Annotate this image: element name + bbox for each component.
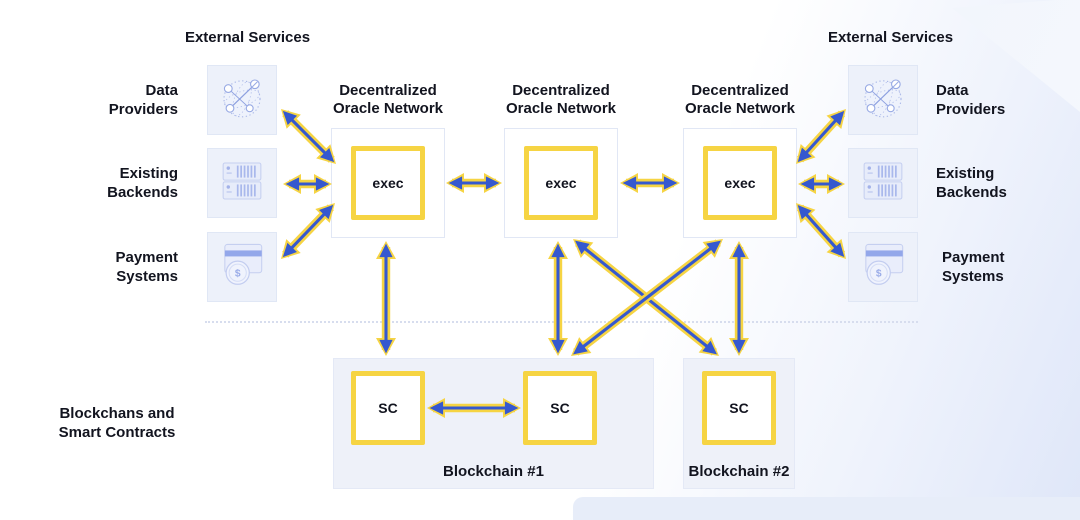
sc-node-label: SC — [550, 400, 570, 416]
service-tile-data-providers-right — [848, 65, 918, 135]
exec-node-label: exec — [724, 175, 756, 191]
service-label-data-providers-left: Data Providers — [60, 81, 178, 119]
payment-card-icon: $ — [853, 235, 913, 300]
smart-contract-node-a: SC — [351, 371, 425, 445]
smart-contract-node-c: SC — [702, 371, 776, 445]
service-tile-existing-backends-left — [207, 148, 277, 218]
service-label-existing-backends-left: Existing Backends — [60, 164, 178, 202]
exec-node-1: exec — [351, 146, 425, 220]
section-divider-dotted-line — [205, 321, 918, 323]
blockchain-2-label: Blockchain #2 — [688, 463, 790, 480]
service-label-line: Backends — [936, 184, 1007, 201]
oracle-label-line: Oracle Network — [332, 100, 444, 117]
blockchains-section-label: Blockchans and Smart Contracts — [28, 404, 206, 442]
bg-bottom-band — [573, 497, 1080, 520]
oracle-label-line: Oracle Network — [505, 100, 617, 117]
service-label-line: Payment — [115, 249, 178, 266]
oracle-network-label-1: Decentralized Oracle Network — [308, 82, 468, 118]
service-label-payment-systems-right: Payment Systems — [942, 248, 1062, 286]
blockchains-section-label-line: Blockchans and — [59, 405, 175, 422]
service-label-line: Systems — [942, 268, 1004, 285]
service-label-line: Payment — [942, 249, 1005, 266]
smart-contract-node-b: SC — [523, 371, 597, 445]
service-label-line: Providers — [108, 101, 178, 118]
service-label-existing-backends-right: Existing Backends — [936, 164, 1056, 202]
service-tile-payment-systems-left: $ — [207, 232, 277, 302]
service-label-line: Existing — [119, 165, 178, 182]
blockchains-section-label-line: Smart Contracts — [58, 424, 176, 441]
globe-network-icon — [853, 68, 913, 133]
service-label-line: Backends — [107, 184, 178, 201]
payment-card-icon: $ — [212, 235, 272, 300]
service-label-line: Data — [936, 82, 969, 99]
service-label-line: Data — [145, 82, 178, 99]
oracle-network-label-3: Decentralized Oracle Network — [660, 82, 820, 118]
dollar-sign-glyph: $ — [235, 268, 241, 279]
service-label-line: Existing — [936, 165, 995, 182]
oracle-network-label-2: Decentralized Oracle Network — [481, 82, 641, 118]
oracle-label-line: Decentralized — [512, 82, 610, 99]
service-tile-existing-backends-right — [848, 148, 918, 218]
oracle-label-line: Oracle Network — [684, 100, 796, 117]
dollar-sign-glyph: $ — [876, 268, 882, 279]
exec-node-2: exec — [524, 146, 598, 220]
external-services-heading-left: External Services — [184, 29, 311, 46]
sc-node-label: SC — [729, 400, 749, 416]
service-tile-payment-systems-right: $ — [848, 232, 918, 302]
service-label-line: Systems — [116, 268, 178, 285]
exec-node-3: exec — [703, 146, 777, 220]
blockchain-1-label: Blockchain #1 — [443, 463, 544, 480]
exec-node-label: exec — [372, 175, 404, 191]
oracle-label-line: Decentralized — [691, 82, 789, 99]
service-label-payment-systems-left: Payment Systems — [60, 248, 178, 286]
service-tile-data-providers-left — [207, 65, 277, 135]
external-services-heading-right: External Services — [827, 29, 954, 46]
service-label-data-providers-right: Data Providers — [936, 81, 1056, 119]
sc-node-label: SC — [378, 400, 398, 416]
server-stack-icon — [212, 151, 272, 216]
server-stack-icon — [853, 151, 913, 216]
service-label-line: Providers — [936, 101, 1006, 118]
globe-network-icon — [212, 68, 272, 133]
exec-node-label: exec — [545, 175, 577, 191]
oracle-label-line: Decentralized — [339, 82, 437, 99]
